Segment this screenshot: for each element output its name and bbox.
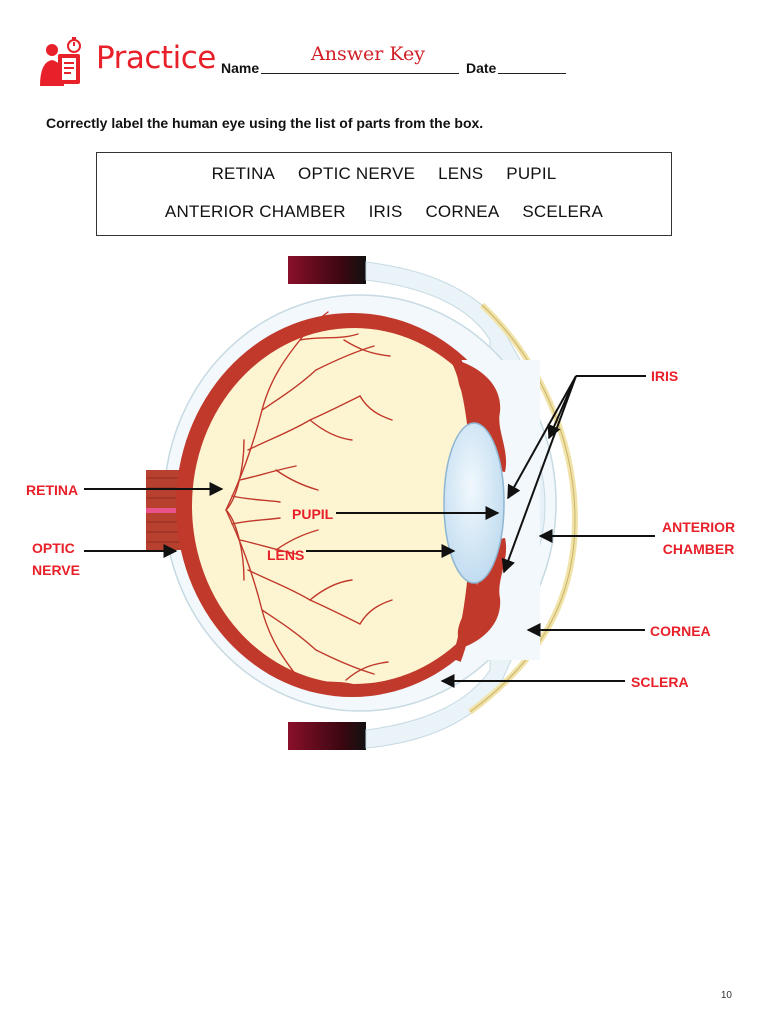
label-lens: LENS <box>267 547 305 563</box>
eye-diagram: RETINA OPTIC NERVE PUPIL LENS IRIS ANTER… <box>0 240 768 770</box>
label-sclera: SCLERA <box>631 674 689 690</box>
name-value-handwritten: Answer Key <box>311 43 425 65</box>
page-number: 10 <box>720 990 732 1001</box>
part-word: SCELERA <box>522 202 604 221</box>
part-word: IRIS <box>368 202 403 221</box>
iris-arrow-1 <box>507 375 577 500</box>
iris-arrow-3 <box>501 375 577 574</box>
iris-lower-shape <box>457 538 507 648</box>
label-pupil: PUPIL <box>292 506 334 522</box>
label-cornea: CORNEA <box>650 623 711 639</box>
part-word: OPTIC NERVE <box>298 164 416 183</box>
date-underline <box>498 73 566 74</box>
label-iris: IRIS <box>651 368 679 384</box>
eye-cross-section-illustration <box>84 256 655 750</box>
instructions-text: Correctly label the human eye using the … <box>46 115 484 131</box>
vitreous-body-shape <box>192 328 516 684</box>
lens-shape <box>443 422 505 584</box>
part-word: RETINA <box>211 164 276 183</box>
date-label: Date <box>466 60 497 76</box>
label-anterior-chamber: ANTERIOR CHAMBER <box>662 519 736 557</box>
conjunctiva-shape <box>365 261 521 749</box>
parts-row-2: ANTERIOR CHAMBER IRIS CORNEA SCELERA <box>97 202 671 222</box>
practice-logo-icon <box>40 37 81 86</box>
part-word: PUPIL <box>506 164 557 183</box>
label-retina: RETINA <box>26 482 79 498</box>
part-word: LENS <box>438 164 484 183</box>
name-label: Name <box>221 60 260 76</box>
part-word: CORNEA <box>425 202 500 221</box>
name-underline <box>261 73 459 74</box>
part-word: ANTERIOR CHAMBER <box>164 202 346 221</box>
parts-row-1: RETINA OPTIC NERVE LENS PUPIL <box>97 164 671 184</box>
label-optic-nerve: OPTIC NERVE <box>32 540 80 578</box>
parts-word-box: RETINA OPTIC NERVE LENS PUPIL ANTERIOR C… <box>96 152 672 236</box>
retinal-vessels <box>225 311 393 687</box>
lower-eyelid-shape <box>288 722 366 750</box>
upper-eyelid-shape <box>288 256 366 284</box>
page-title: Practice <box>96 40 216 76</box>
